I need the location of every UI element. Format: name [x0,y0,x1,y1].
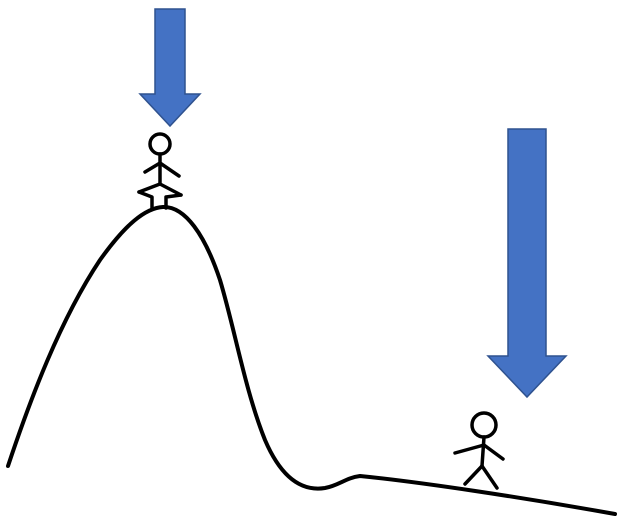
hill-terrain-line [6,204,617,516]
plain-stick-figure-icon [453,411,505,490]
short-down-arrow-icon [138,8,202,128]
peak-stick-figure-icon [137,132,183,210]
long-down-arrow-icon [486,128,568,399]
